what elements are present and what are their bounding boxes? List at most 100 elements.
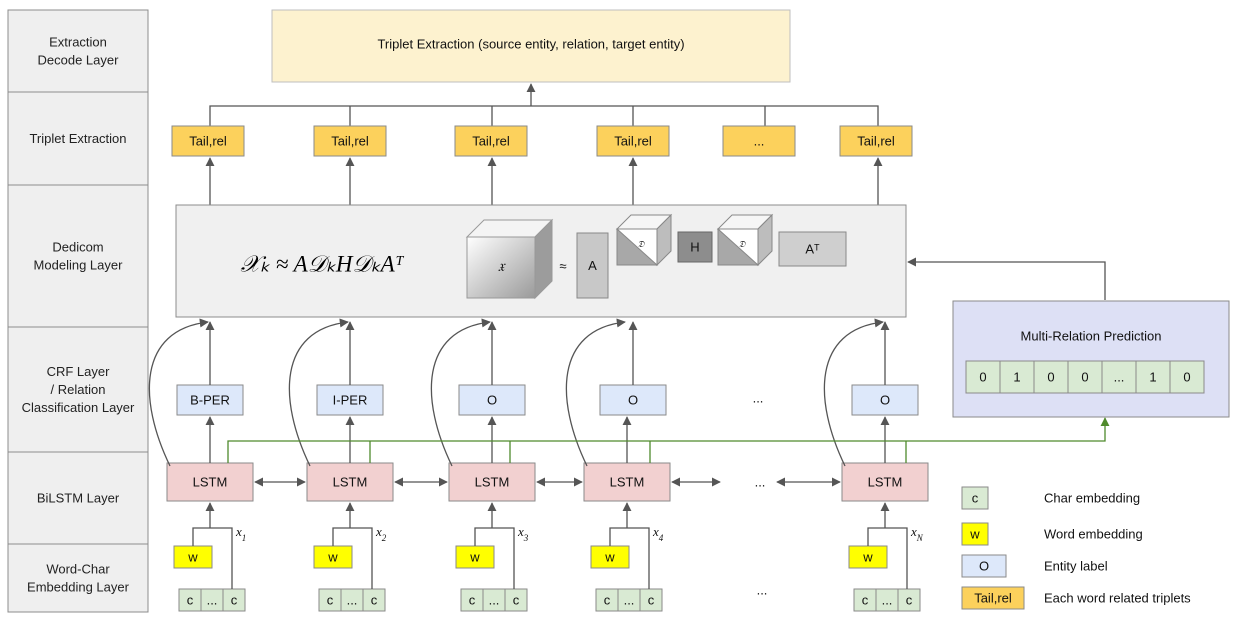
triplet-extraction-box (271, 9, 791, 83)
diagonal-matrix-d1 (615, 213, 673, 267)
char-embedding-box (897, 588, 921, 612)
char-embedding-text: c (469, 593, 476, 608)
triplet-box (454, 125, 528, 157)
entity-label-text: O (880, 393, 890, 408)
layer-label-bilstm: BiLSTM Layer (37, 491, 120, 506)
input-token-label: x1 (235, 524, 246, 543)
lstm-cell (306, 462, 394, 502)
lstm-ellipsis: ... (755, 475, 766, 490)
layer-label-dedicom: Dedicom (52, 240, 103, 255)
legend-swatch-text: Tail,rel (974, 591, 1012, 606)
layer-label-crf: Classification Layer (22, 400, 135, 415)
cube-front-face (466, 236, 536, 299)
mrp-to-dedicom-arrow (907, 257, 1106, 300)
input-token-subscript: N (916, 533, 924, 543)
legend-text-char: Char embedding (1044, 491, 1140, 506)
multi-relation-cell (1135, 360, 1171, 394)
legend-swatch-triplet (961, 586, 1025, 610)
lstm-skip-arrow (823, 318, 884, 467)
layer-label-extraction-decode: Extraction (49, 35, 107, 50)
diagonal-matrix-d2 (716, 213, 774, 267)
multi-relation-cell-value: 0 (979, 370, 986, 385)
char-embedding-text: c (327, 593, 334, 608)
multi-relation-title: Multi-Relation Prediction (1021, 329, 1162, 344)
char-embedding-box (504, 588, 528, 612)
word-embedding-text: w (327, 550, 338, 565)
embedding-connector (474, 527, 515, 589)
matrix-at-label: Aᵀ (805, 242, 820, 257)
char-embedding-text: c (648, 593, 655, 608)
char-embedding-text: c (862, 593, 869, 608)
lstm-label: LSTM (333, 475, 368, 490)
triplet-merge-line (209, 105, 879, 128)
embedding-ellipsis: ... (757, 583, 768, 598)
char-embedding-text: c (187, 593, 194, 608)
char-embedding-text: c (604, 593, 611, 608)
triplet-box-label: ... (754, 134, 765, 149)
green-feed-line (227, 417, 1110, 463)
char-embedding-box (639, 588, 663, 612)
diagonal-d1-label: 𝔇 (638, 239, 646, 249)
layer-label-embedding: Word-Char (46, 562, 110, 577)
triplet-extraction-title: Triplet Extraction (source entity, relat… (377, 37, 684, 52)
multi-relation-cell-value: ... (1114, 370, 1125, 385)
lstm-cell (448, 462, 536, 502)
matrix-at (778, 231, 847, 267)
multi-relation-cell (1101, 360, 1137, 394)
word-embedding-text: w (862, 550, 873, 565)
lstm-label: LSTM (610, 475, 645, 490)
char-embedding-box (222, 588, 246, 612)
layer-band-extraction-decode (7, 9, 149, 93)
lstm-skip-arrow (430, 318, 491, 467)
multi-relation-cell (1033, 360, 1069, 394)
lstm-skip-arrow (288, 318, 349, 467)
layer-label-embedding: Embedding Layer (27, 580, 130, 595)
entity-label-text: B-PER (190, 393, 230, 408)
embedding-connector (867, 527, 908, 589)
input-token-label: xN (910, 524, 924, 543)
triplet-box (313, 125, 387, 157)
layer-label-crf: CRF Layer (47, 364, 111, 379)
word-embedding-text: w (604, 550, 615, 565)
triplet-box-label: Tail,rel (472, 134, 510, 149)
char-embedding-text: c (371, 593, 378, 608)
entity-label-box (458, 384, 526, 416)
lstm-cell (841, 462, 929, 502)
matrix-h-label: H (690, 240, 699, 255)
legend-text-label: Entity label (1044, 559, 1108, 574)
matrix-a (576, 232, 609, 299)
triplet-box-label: Tail,rel (857, 134, 895, 149)
triplet-box (722, 125, 796, 157)
entity-label-text: I-PER (333, 393, 368, 408)
multi-relation-cell-value: 0 (1047, 370, 1054, 385)
input-token-label: x4 (652, 524, 664, 543)
lstm-label: LSTM (868, 475, 903, 490)
embedding-connector (192, 527, 233, 589)
multi-relation-cell-value: 1 (1149, 370, 1156, 385)
matrix-a-label: A (588, 258, 597, 273)
legend-text-word: Word embedding (1044, 527, 1143, 542)
char-embedding-text: ... (624, 593, 635, 608)
lstm-label: LSTM (193, 475, 228, 490)
layer-label-extraction-decode: Decode Layer (38, 53, 120, 68)
input-token-subscript: 2 (382, 533, 387, 543)
legend-swatch-text: c (972, 491, 979, 506)
lstm-cell (583, 462, 671, 502)
legend-swatch-text: O (979, 559, 989, 574)
char-embedding-text: ... (347, 593, 358, 608)
layer-band-triplet-extraction (7, 91, 149, 186)
legend-text-triplet: Each word related triplets (1044, 591, 1191, 606)
entity-label-box (176, 384, 244, 416)
lstm-label: LSTM (475, 475, 510, 490)
entity-label-text: O (487, 393, 497, 408)
layer-label-crf: / Relation (51, 382, 106, 397)
char-embedding-text: ... (489, 593, 500, 608)
triplet-box (839, 125, 913, 157)
char-embedding-text: ... (882, 593, 893, 608)
d-diag (616, 227, 659, 266)
layer-band-dedicom (7, 184, 149, 328)
multi-relation-cell-value: 1 (1013, 370, 1020, 385)
multi-relation-cell-value: 0 (1183, 370, 1190, 385)
